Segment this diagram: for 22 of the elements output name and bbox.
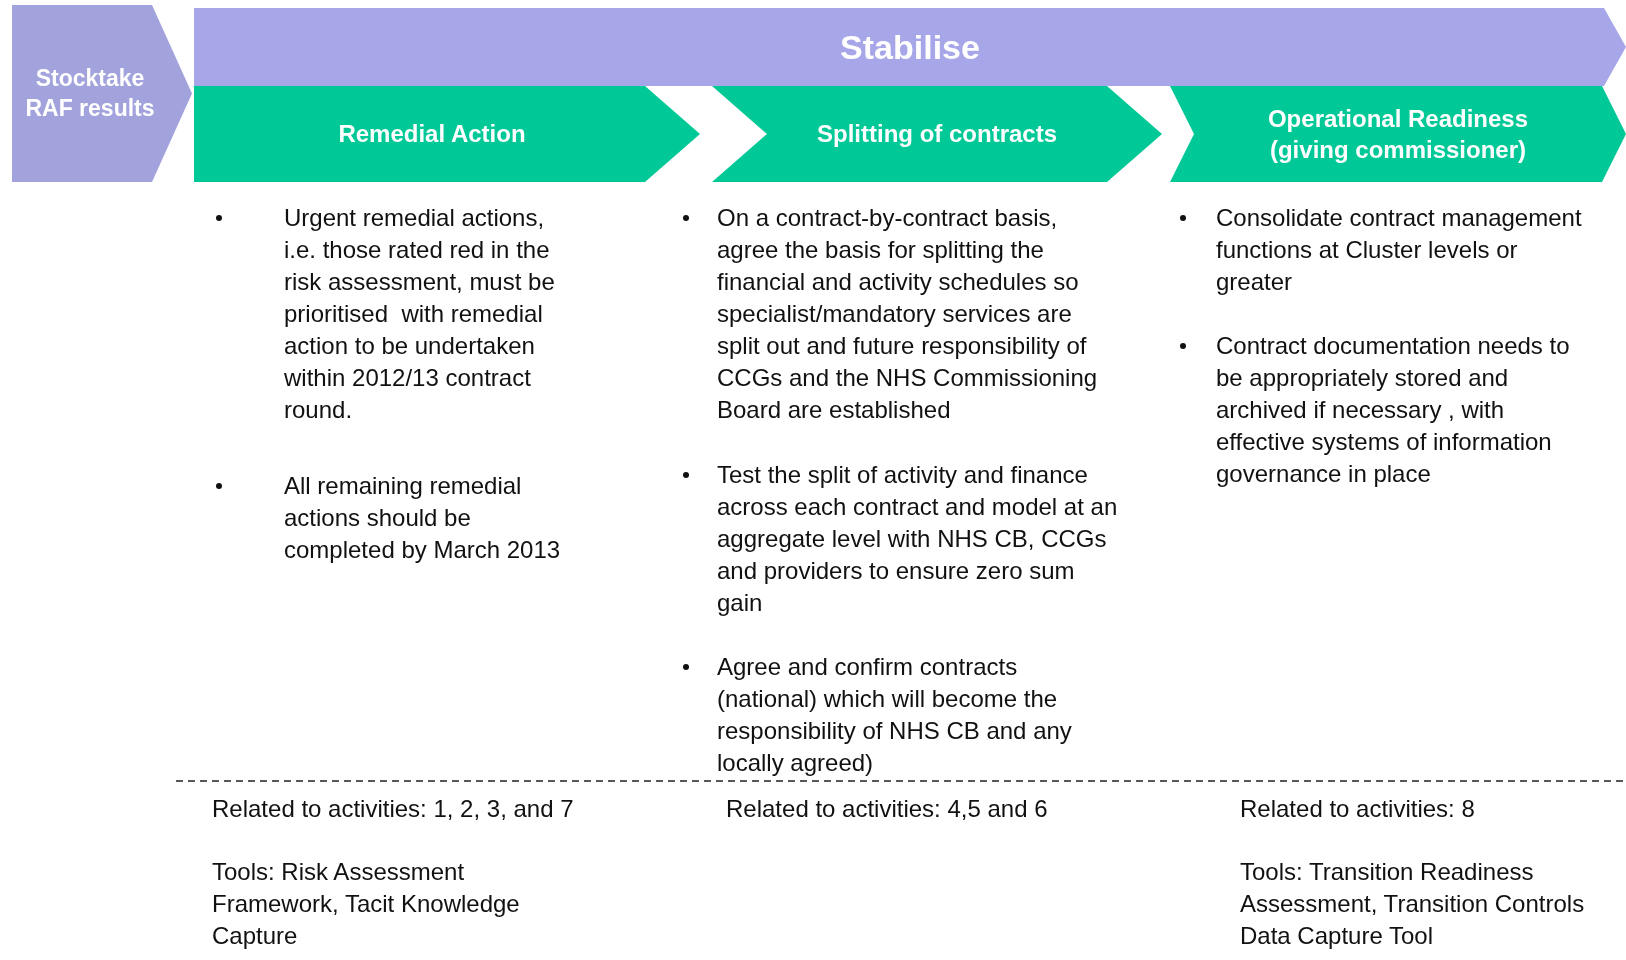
stage-chevron — [12, 5, 192, 182]
step-label: Splitting of contracts — [817, 119, 1057, 150]
bullet-text: Test the split of activity and finance across each contract and model at an aggregate level with NHS CB, CCGs and providers to ensure zero sum gain — [717, 460, 1119, 618]
note-text: Tools: Risk Assessment Framework, Tacit Knowledge Capture — [212, 857, 521, 951]
step-banner — [1170, 86, 1626, 182]
bullet-text: On a contract-by-contract basis, agree the basis for splitting the financial and activity schedules so specialist/mandatory services are split out and future responsibility of CCGs and the NHS Commissioning Board are established — [717, 203, 1099, 425]
bullet-text: Urgent remedial actions, i.e. those rated red in the risk assessment, must be prioritised with remedial action to be undertaken within 2012/13 contract round. — [284, 203, 556, 425]
phase-band — [194, 8, 1626, 86]
bullet-text: Agree and confirm contracts (national) which will become the responsibility of NHS CB and any locally agreed) — [717, 652, 1073, 778]
stage-label: Stocktake RAF results — [24, 63, 156, 123]
step-label: Remedial Action — [338, 119, 526, 150]
bullet-text: All remaining remedial actions should be completed by March 2013 — [284, 471, 562, 565]
note-text: Related to activities: 4,5 and 6 — [726, 794, 1049, 824]
step-banner — [712, 86, 1162, 182]
note-text: Related to activities: 1, 2, 3, and 7 — [212, 794, 575, 824]
note-text: Related to activities: 8 — [1240, 794, 1476, 824]
note-text: Tools: Transition Readiness Assessment, Transition Controls Data Capture Tool — [1240, 857, 1586, 951]
step-banner — [194, 86, 700, 182]
phase-title: Stabilise — [840, 26, 980, 68]
step-label: Operational Readiness (giving commissioner) — [1266, 103, 1530, 165]
bullet-text: Contract documentation needs to be appropriately stored and archived if necessary , with effective systems of information governance in place — [1216, 331, 1571, 489]
bullet-text: Consolidate contract management functions at Cluster levels or greater — [1216, 203, 1583, 297]
